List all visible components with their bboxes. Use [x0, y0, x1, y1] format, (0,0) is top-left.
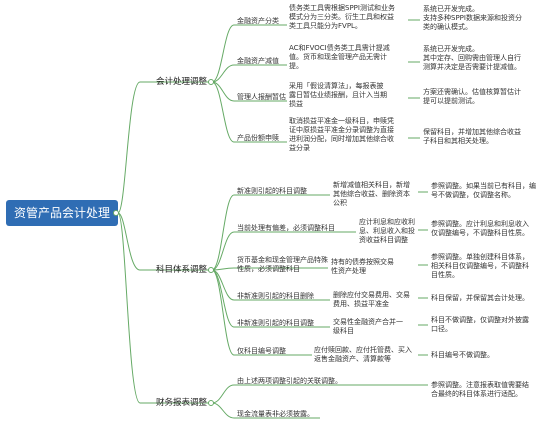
collapse-toggle[interactable]	[208, 400, 214, 406]
note-text: 科目保留，并保留其会计处理。	[431, 294, 529, 302]
connector	[117, 212, 212, 404]
detail-text: 应计利息和应收利 息、利息收入和投 资收益科目调整	[359, 218, 415, 244]
topic-financial-asset-impairment[interactable]: 金融资产减值	[237, 57, 279, 65]
collapse-toggle[interactable]	[113, 210, 119, 216]
topic-share-subscription-redemption[interactable]: 产品份额申赎	[237, 134, 279, 142]
connector	[211, 64, 275, 83]
detail-text: 新增减值相关科目，新增 其他综合收益、删除资本 公积	[333, 181, 410, 207]
detail-text: 债务类工具需根据SPPI测试和业务 模式分为三分类。衍生工具和权益 类工具只能分…	[289, 4, 395, 30]
note-text: 参照调整。应计利息和利息收入 仅调整编号，不调整科目性质。	[431, 220, 529, 237]
connector	[211, 402, 320, 419]
connector	[211, 231, 318, 271]
topic-cash-flow-statement[interactable]: 现金流量表非必须披露。	[237, 410, 314, 418]
connector	[117, 81, 212, 214]
connector	[211, 269, 318, 328]
connector	[211, 269, 308, 356]
collapse-toggle[interactable]	[208, 79, 214, 85]
connector	[211, 384, 345, 404]
note-text: 参照调整。注意报表取值需要结 合最终的科目体系进行适配。	[431, 381, 529, 398]
detail-text: AC和FVOCI债务类工具需计提减 值。货币和现金管理产品无需计 提。	[289, 44, 390, 70]
root-node[interactable]: 资管产品会计处理	[6, 200, 118, 226]
note-text: 科目不做调整，仅调整对外披露 口径。	[431, 316, 529, 333]
topic-non-standard-account-deletion[interactable]: 非新准则引起的科目删除	[237, 292, 314, 300]
group-accounting-adjustment[interactable]: 会计处理调整	[156, 77, 208, 87]
topic-new-standard-account-adjustment[interactable]: 新准则引起的科目调整	[237, 187, 307, 195]
topic-non-standard-account-adjustment[interactable]: 非新准则引起的科目调整	[237, 319, 314, 327]
detail-text: 取消损益平准金一级科目，申赎凭 证中原损益平准金分录调整为直接 进利润分配，同时…	[289, 117, 394, 152]
group-account-system-adjustment[interactable]: 科目体系调整	[156, 265, 208, 275]
note-text: 参照调整。如果当前已有科目，编 号不做调整，仅调整名称。	[431, 182, 536, 199]
collapse-toggle[interactable]	[208, 267, 214, 273]
connector	[211, 267, 318, 271]
note-text: 参照调整。单独创建科目体系， 相关科目仅调整编号，不调整科 目性质。	[431, 253, 529, 279]
note-text: 保留科目，并增加其他综合收益 子科目和其相关处理。	[423, 128, 521, 145]
connector	[117, 212, 212, 271]
topic-manager-fee-estimate[interactable]: 管理人报酬暂估	[237, 93, 286, 101]
note-text: 科目编号不做调整。	[431, 351, 494, 359]
note-text: 系统已开发完成。 其中定存、回购需由管理人自行 测算并决定是否需要计提减值。	[423, 45, 521, 71]
note-text: 系统已开发完成。 支持多种SPPI数据来源和投资分 类的确认模式。	[423, 5, 522, 31]
topic-related-adjustment[interactable]: 由上述两项调整引起的关联调整。	[237, 377, 342, 385]
detail-text: 持有的债券按照交易 性资产处理	[331, 258, 394, 275]
connector	[211, 81, 275, 102]
topic-account-code-adjustment[interactable]: 仅科目编号调整	[237, 347, 286, 355]
connector	[211, 24, 275, 83]
topic-financial-asset-classification[interactable]: 金融资产分类	[237, 17, 279, 25]
note-text: 方案还需确认。估值核算暂估计 提可以提前测试。	[423, 88, 521, 105]
detail-text: 删除应付交易费用、交易 费用、损益平准金	[333, 291, 410, 308]
group-financial-statement-adjustment[interactable]: 财务报表调整	[156, 398, 208, 408]
topic-money-fund-account-adjustment[interactable]: 货币基金和现金管理产品特殊 性质，必须调整科目	[237, 256, 328, 273]
detail-text: 应付赎回款、应付托管费、买入 返售金融资产、清算款等	[314, 346, 412, 363]
topic-deviation-account-adjustment[interactable]: 当前处理有偏差，必须调整科目	[237, 224, 335, 232]
connector	[211, 81, 275, 143]
detail-text: 采用「假设清算法」，每报表披 露日暂估业绩报酬，且计入当期 损益	[289, 82, 387, 108]
detail-text: 交易性金融资产合并一 级科目	[333, 318, 403, 335]
connector	[211, 194, 318, 271]
